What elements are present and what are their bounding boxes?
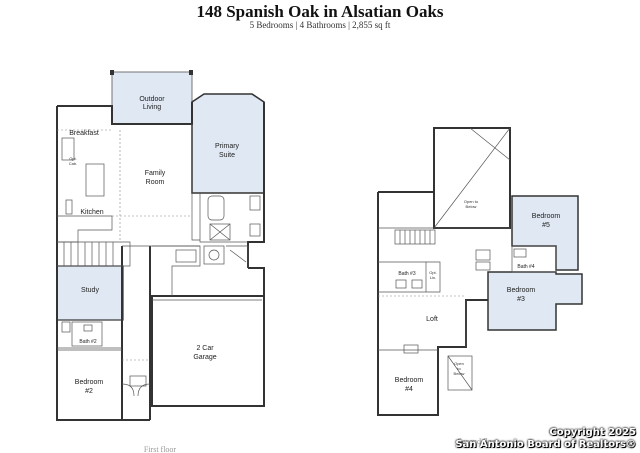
primary-suite-label-1: Primary [215,143,240,150]
loft-label: Loft [426,316,438,323]
first-floor-label: First floor [144,445,177,453]
copyright-watermark: Copyright 2025 San Antonio Board of Real… [455,427,636,451]
bedroom-5-label-1: Bedroom [532,213,561,220]
bedroom-3-area [487,271,583,331]
second-floor-stairs [394,229,436,245]
outdoor-living-label-1: Outdoor [139,96,165,103]
bedroom-2-label-1: Bedroom [75,379,104,386]
bedroom-4-label-1: Bedroom [395,377,424,384]
opt-cab-label-1: Opt. [69,156,77,161]
watermark-line-2: San Antonio Board of Realtors® [455,439,636,450]
opt-cab-label-2: Cab. [69,161,77,166]
first-floor-stairs [57,241,131,267]
primary-suite-label-2: Suite [219,152,235,159]
watermark-line-1: Copyright 2025 [549,427,636,438]
bedroom-4-label-2: #4 [405,386,413,393]
open-to-below-label-1: Open to [464,199,479,204]
study-label: Study [81,287,99,294]
bedroom-3-label-1: Bedroom [507,287,536,294]
bath-3-label: Bath #3 [398,271,415,277]
kitchen-label: Kitchen [80,209,103,216]
bath-4-label: Bath #4 [517,264,534,270]
outdoor-living-area [111,71,193,125]
bedroom-2-label-2: #2 [85,388,93,395]
opt-linen-label-2: Lin. [430,275,436,280]
bath-2-label: Bath #2 [79,339,96,345]
page-subtitle: 5 Bedrooms | 4 Bathrooms | 2,855 sq ft [249,20,391,30]
family-room-label-2: Room [146,179,165,186]
opt-linen-label-1: Opt. [429,270,437,275]
open-to-below-small-label-1: Open [454,361,464,366]
garage-label-2: Garage [193,354,216,361]
open-to-below-small-label-3: Below [454,371,465,376]
first-floor-plan [56,70,265,421]
second-floor-plan [377,127,583,416]
open-to-below-label-2: Below [466,204,477,209]
breakfast-label: Breakfast [69,130,99,137]
open-to-below-small-label-2: to [457,366,461,371]
bedroom-3-label-2: #3 [517,296,525,303]
bedroom-5-label-2: #5 [542,222,550,229]
garage-label-1: 2 Car [196,345,214,352]
page-title: 148 Spanish Oak in Alsatian Oaks [196,2,444,21]
family-room-label-1: Family [145,170,166,177]
bedroom-5-area [511,195,579,271]
outdoor-living-label-2: Living [143,104,161,111]
second-floor-label: Second floor [457,437,498,446]
